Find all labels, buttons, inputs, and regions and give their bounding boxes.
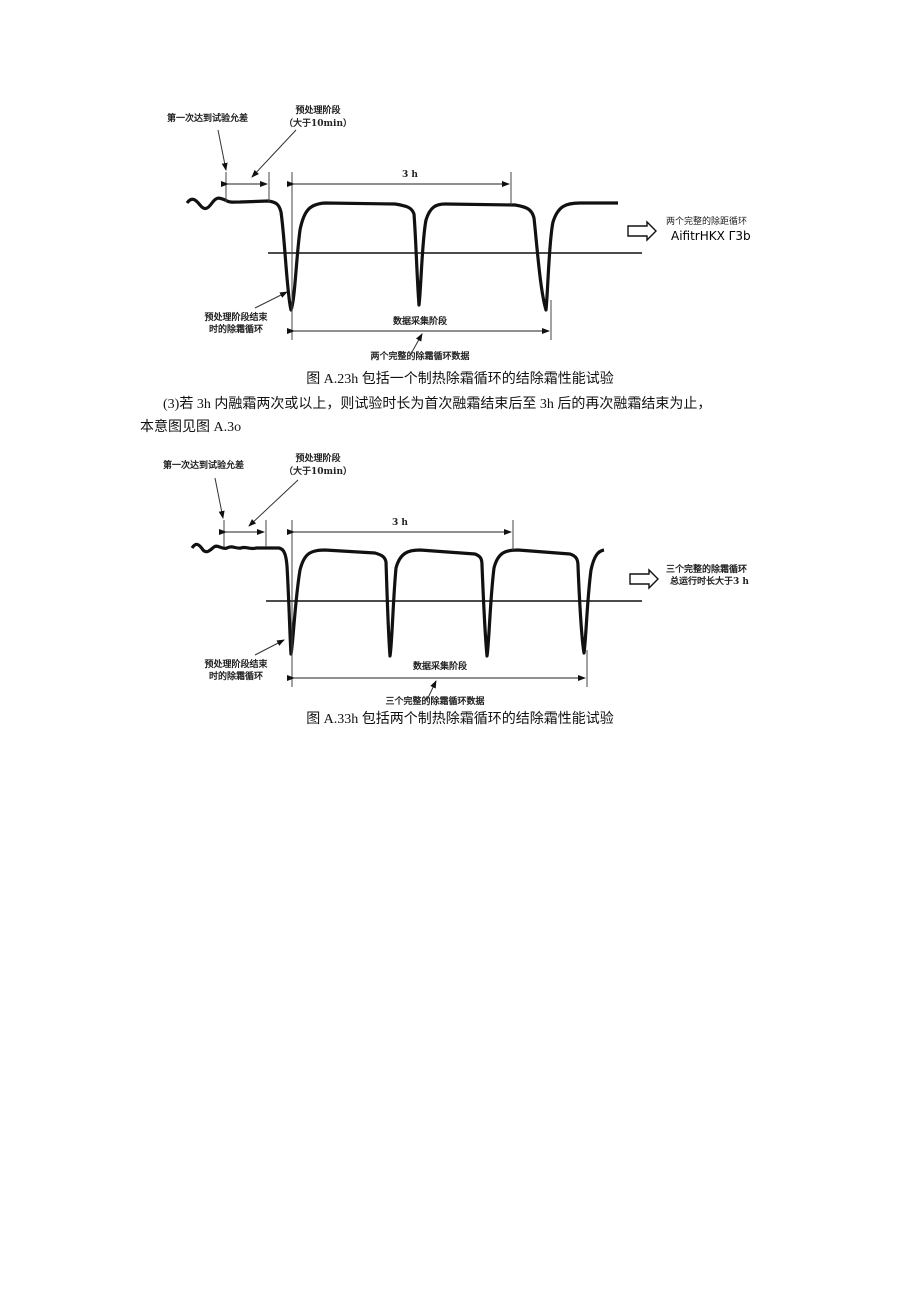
bottom-label: 两个完整的除霜循环数据 [370, 352, 470, 362]
right-note-line2: AifitrHKX Γ3b [671, 229, 751, 243]
right-note-line2: 总运行时长大于3 h [670, 577, 749, 587]
figure-a2-caption: 图 A.23h 包括一个制热除霜循环的结除霜性能试验 [306, 372, 614, 387]
collect-label: 数据采集阶段 [392, 317, 447, 327]
pretreat-duration-label: （大于10min） [283, 119, 352, 129]
paragraph-line-1: (3)若 3h 内融霜两次或以上，则试验时长为首次融霜结束后至 3h 后的再次融… [163, 397, 712, 412]
pretreat-label: 预处理阶段 [295, 106, 341, 116]
bottom-label: 三个完整的除霜循环数据 [385, 697, 485, 707]
pre-end-label-line1: 预处理阶段结束 [204, 660, 268, 670]
pretreat-label: 预处理阶段 [295, 454, 341, 464]
three-hour-label: 3 h [402, 170, 418, 180]
paragraph-line-2: 本意图见图 A.3o [140, 420, 242, 435]
figure-a2: 第一次达到试验允差 预处理阶段 （大于10min） 3 h 两个完整的除距循环 … [0, 0, 920, 370]
first-reach-label: 第一次达到试验允差 [167, 114, 249, 124]
pretreat-duration-label: （大于10min） [283, 467, 352, 477]
defrost-cycle-diagram-1 [185, 129, 657, 353]
pre-end-label-line2: 时的除霜循环 [208, 325, 263, 335]
right-note-line1: 两个完整的除距循环 [666, 217, 748, 227]
pre-end-label-line2: 时的除霜循环 [208, 672, 263, 682]
collect-label: 数据采集阶段 [412, 662, 467, 672]
right-note-line1: 三个完整的除霜循环 [666, 565, 748, 575]
figure-a3: 第一次达到试验允差 预处理阶段 （大于10min） 3 h 三个完整的除霜循环 … [0, 450, 920, 715]
three-hour-label: 3 h [392, 518, 408, 528]
figure-a3-caption: 图 A.33h 包括两个制热除霜循环的结除霜性能试验 [306, 712, 614, 727]
first-reach-label: 第一次达到试验允差 [163, 461, 245, 471]
defrost-cycle-diagram-2 [190, 477, 659, 701]
pre-end-label-line1: 预处理阶段结束 [204, 313, 268, 323]
